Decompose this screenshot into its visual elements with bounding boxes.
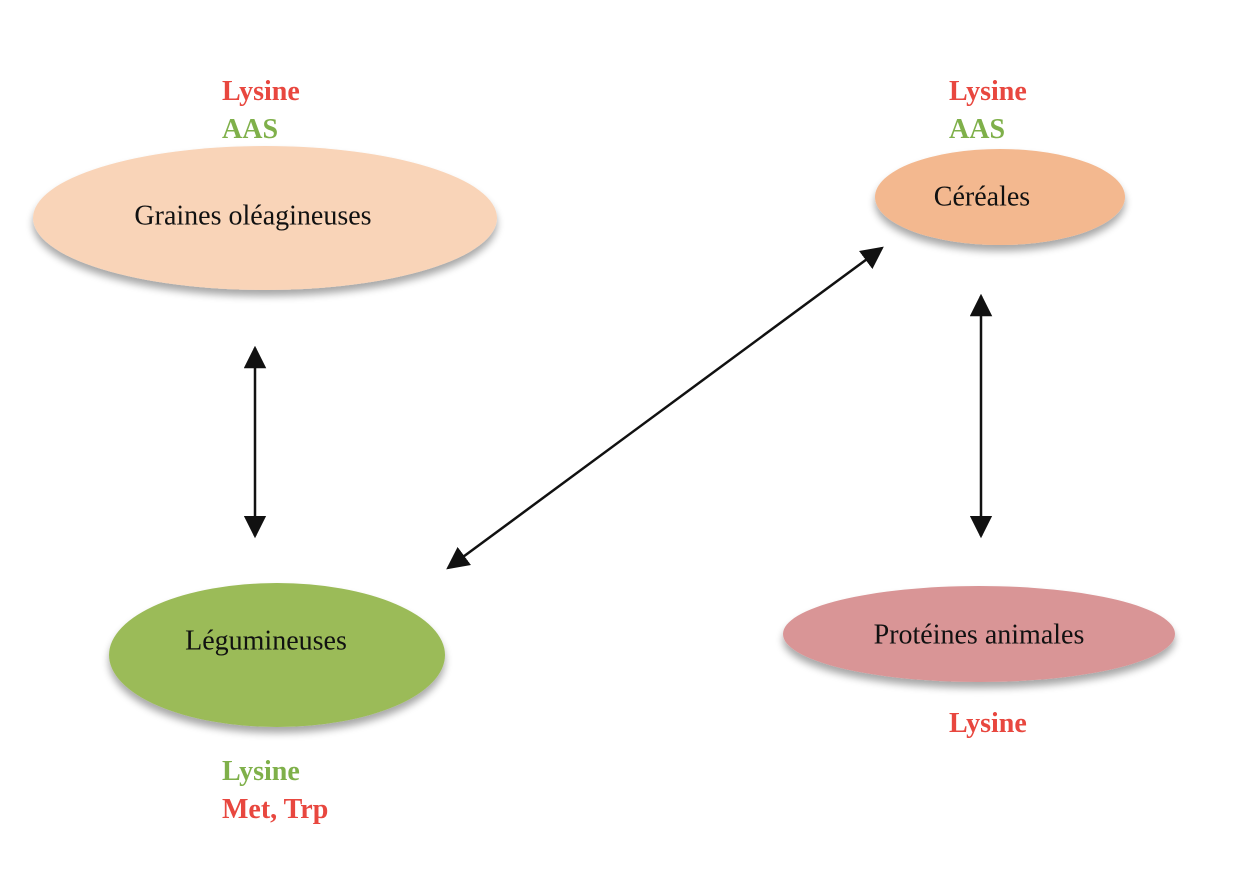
node-graines-oleagineuses: Graines oléagineuses [33, 146, 497, 290]
node-proteines-animales-shape [783, 586, 1175, 682]
node-legumineuses-label: Légumineuses [185, 625, 347, 656]
node-proteines-animales: Protéines animales [783, 586, 1175, 682]
annotation-proteines-lysine: Lysine [949, 708, 1027, 739]
annotation-oleagineuses-lysine: Lysine [222, 76, 300, 107]
node-legumineuses-shape [109, 583, 445, 727]
node-graines-oleagineuses-shape [33, 146, 497, 290]
annotation-cereales-aas: AAS [949, 114, 1005, 145]
node-cereales: Céréales [875, 149, 1125, 245]
arrow-legumineuses-cereales [446, 246, 884, 570]
node-legumineuses: Légumineuses [109, 583, 445, 727]
annotation-legumineuses-met-trp: Met, Trp [222, 794, 328, 825]
annotation-cereales-lysine: Lysine [949, 76, 1027, 107]
node-graines-oleagineuses-label: Graines oléagineuses [134, 200, 371, 231]
node-cereales-shape [875, 149, 1125, 245]
node-cereales-label: Céréales [934, 181, 1030, 212]
annotation-oleagineuses-aas: AAS [222, 114, 278, 145]
annotation-legumineuses-lysine: Lysine [222, 756, 300, 787]
node-proteines-animales-label: Protéines animales [874, 619, 1085, 650]
